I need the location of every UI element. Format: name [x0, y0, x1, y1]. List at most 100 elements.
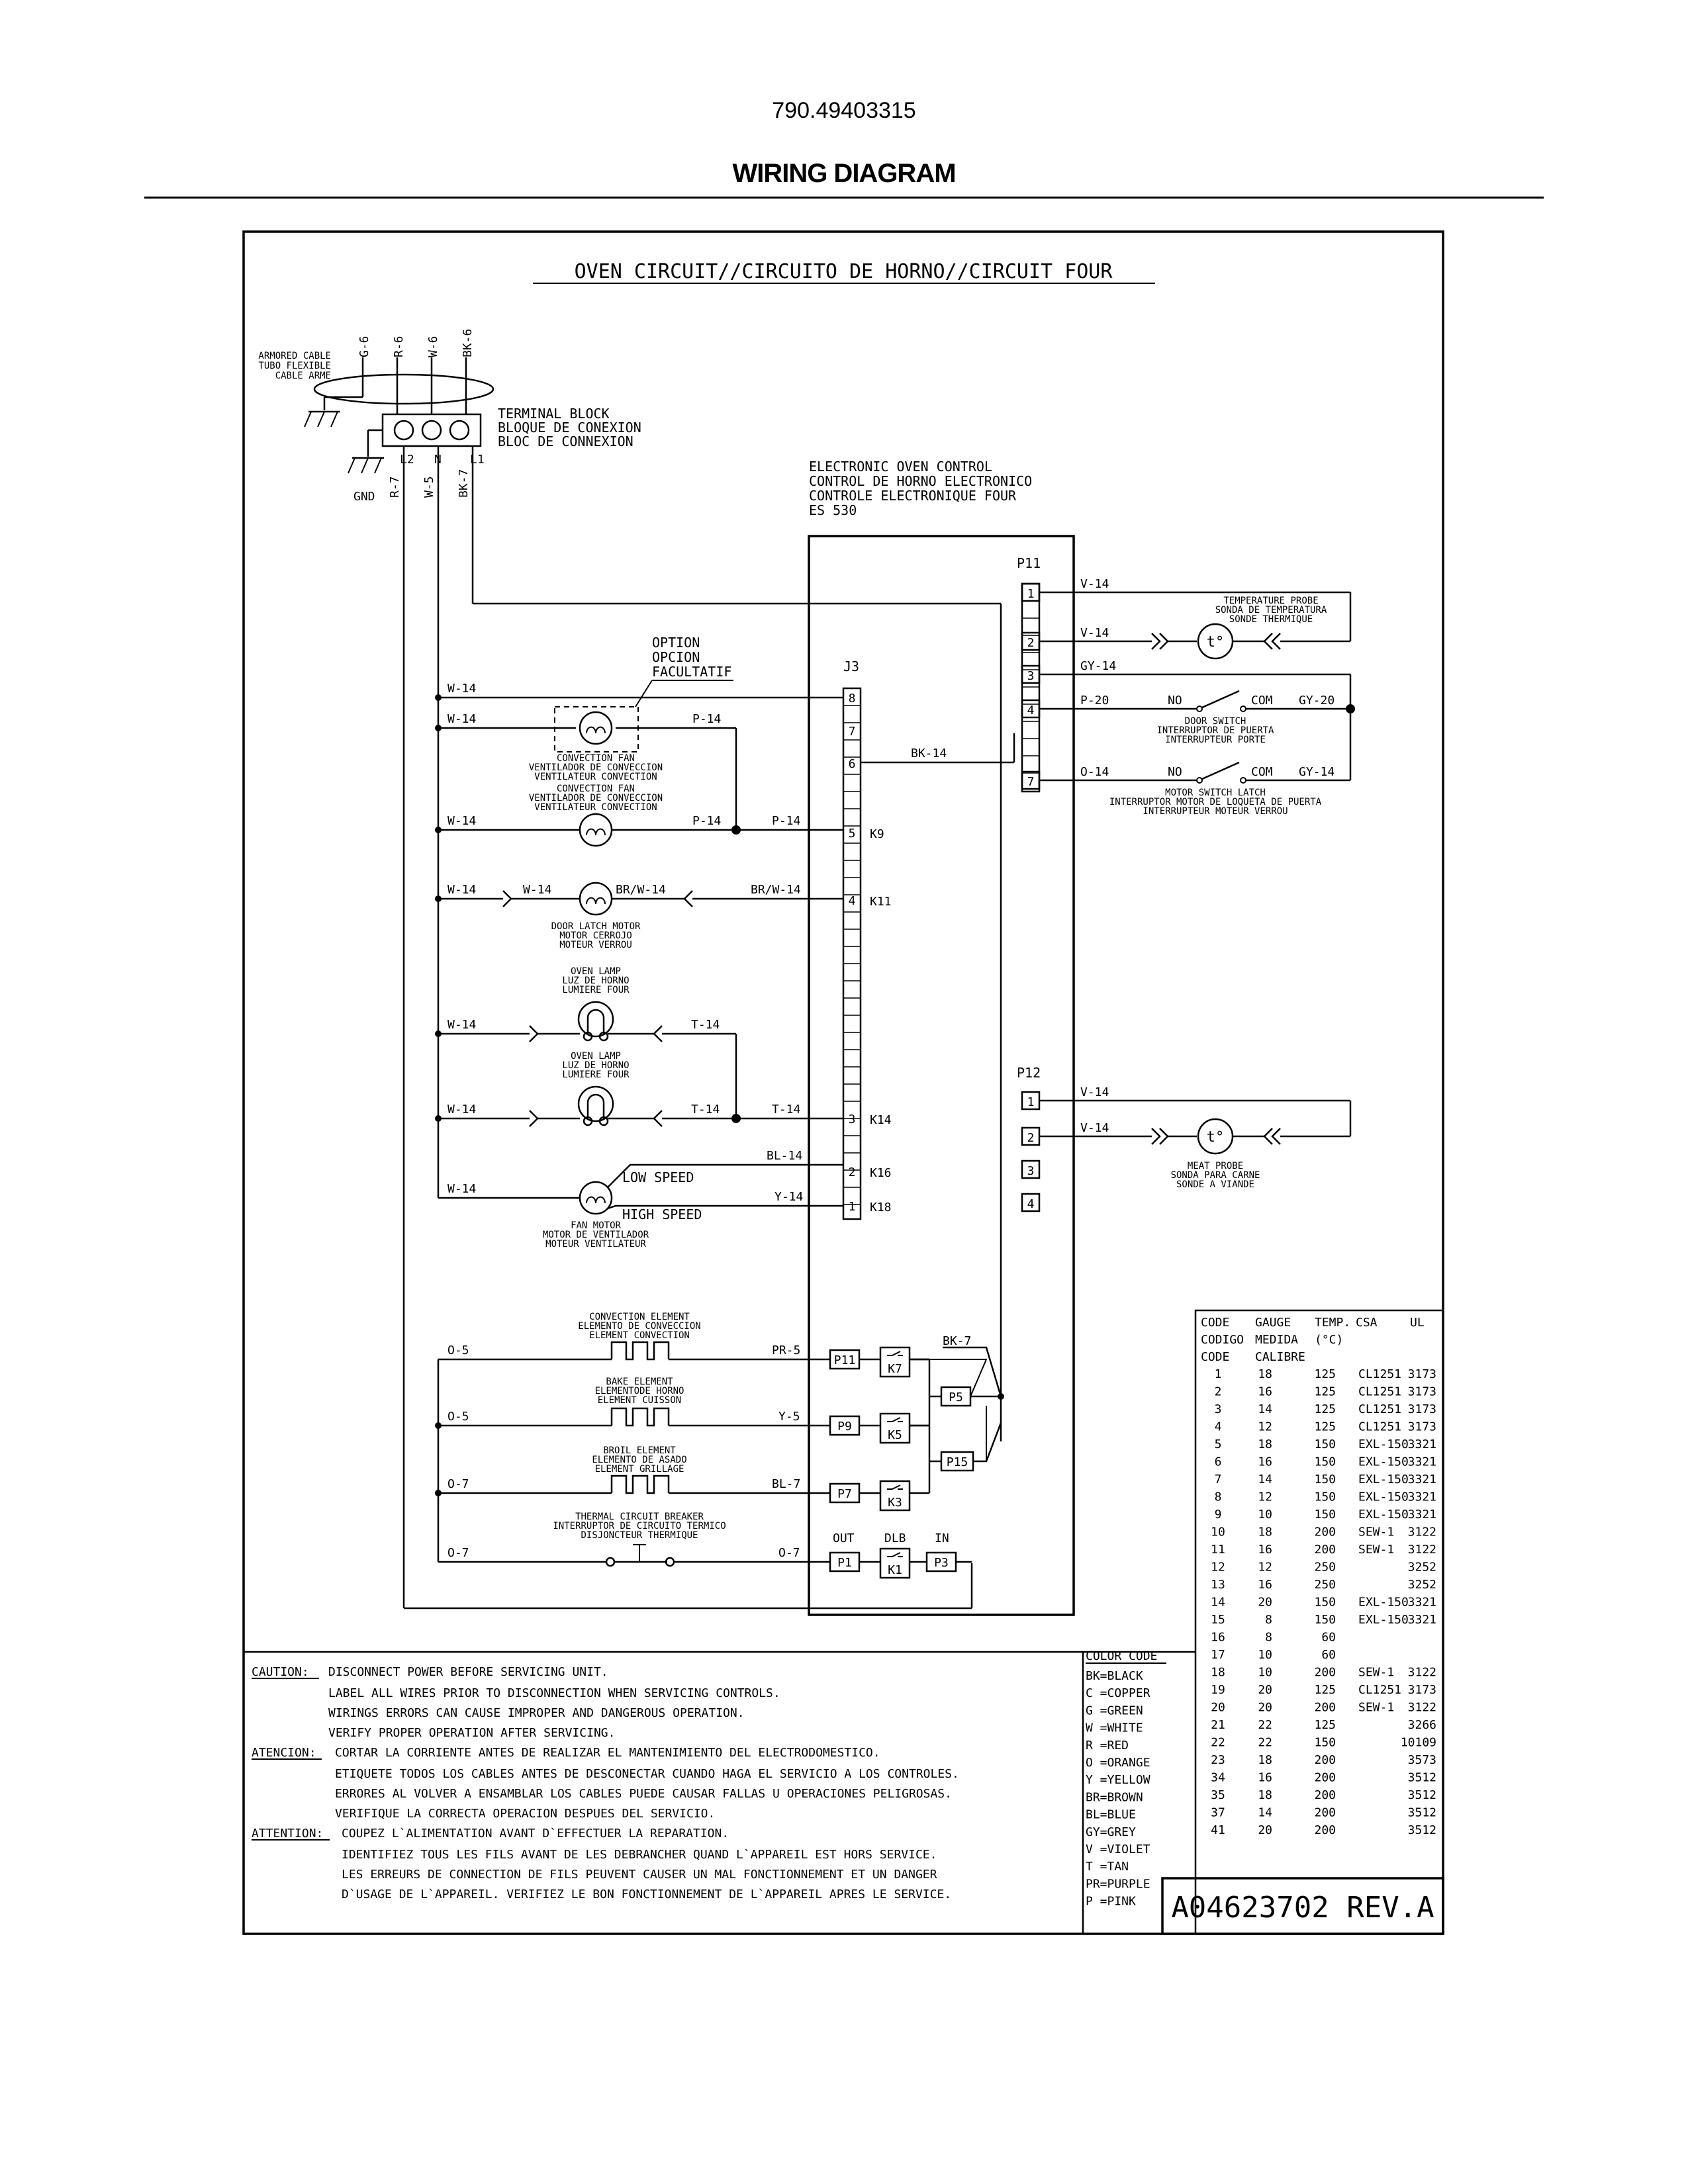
convection-element-icon [610, 1341, 670, 1361]
pin-p5-box [940, 1386, 972, 1407]
gauge-cell: 3266 [1408, 1718, 1436, 1732]
breaker-label-3: DISJONCTEUR THERMIQUE [581, 1530, 698, 1541]
wire-y14: Y-14 [774, 1190, 803, 1204]
conv-fan-label-b1: CONVECTION FAN [557, 784, 635, 794]
gauge-cell: EXL-150 [1358, 1455, 1409, 1469]
svg-text:4: 4 [849, 894, 856, 908]
gauge-cell: 10 [1258, 1648, 1272, 1662]
color-code-item: O =ORANGE [1086, 1756, 1150, 1770]
gauge-cell: CL1251 [1358, 1402, 1401, 1416]
gauge-cell: 34 [1211, 1771, 1225, 1785]
gauge-cell: 200 [1314, 1771, 1336, 1785]
terminal-l1: L1 [470, 453, 485, 467]
gauge-cell: 21 [1211, 1718, 1225, 1732]
conv-fan-label-b3: VENTILATEUR CONVECTION [534, 802, 657, 813]
gauge-cell: 20 [1258, 1683, 1272, 1697]
part-number: A04623702 REV.A [1171, 1891, 1434, 1925]
gauge-cell: 10109 [1401, 1736, 1436, 1750]
svg-text:3: 3 [1027, 669, 1035, 683]
svg-text:1: 1 [1027, 1095, 1035, 1109]
svg-text:3: 3 [849, 1113, 856, 1126]
gauge-cell: 3321 [1408, 1596, 1436, 1610]
gauge-cell: 150 [1314, 1437, 1336, 1451]
relay-k16: K16 [870, 1166, 892, 1180]
atencion-label: ATENCION: [252, 1746, 316, 1760]
color-code-item: PR=PURPLE [1086, 1877, 1150, 1891]
control-label-1: ELECTRONIC OVEN CONTROL [809, 459, 992, 475]
door-latch-label-1: DOOR LATCH MOTOR [551, 921, 641, 932]
j3-connector [842, 687, 862, 1220]
gauge-cell: 12 [1258, 1561, 1272, 1574]
wire-gy14-b: GY-14 [1299, 765, 1335, 779]
latch-switch-com: COM [1251, 765, 1273, 779]
wire-w5: W-5 [422, 476, 436, 498]
gauge-cell: 20 [1258, 1596, 1272, 1610]
p11-label: P11 [1017, 555, 1041, 571]
wire-t14-b: T-14 [691, 1103, 720, 1116]
p12-label: P12 [1017, 1065, 1041, 1081]
relay-k1-box [879, 1547, 911, 1579]
gauge-cell: 125 [1314, 1683, 1336, 1697]
door-switch-label-2: INTERRUPTOR DE PUERTA [1156, 725, 1274, 736]
relay-k9: K9 [870, 827, 884, 841]
gauge-cell: 200 [1314, 1666, 1336, 1680]
meat-probe-label-1: MEAT PROBE [1188, 1161, 1243, 1171]
gauge-cell: 3321 [1408, 1613, 1436, 1627]
attention-line-4: D`USAGE DE L`APPAREIL. VERIFIEZ LE BON F… [342, 1888, 951, 1901]
convection-fan-icon [579, 813, 613, 847]
gnd-label: GND [353, 490, 375, 504]
gauge-cell: 16 [1258, 1578, 1272, 1592]
caution-line-1: DISCONNECT POWER BEFORE SERVICING UNIT. [328, 1665, 608, 1679]
atencion-line-1: CORTAR LA CORRIENTE ANTES DE REALIZAR EL… [335, 1746, 880, 1760]
oven-lamp-2-icon [577, 1085, 614, 1126]
gauge-cell: 150 [1314, 1613, 1336, 1627]
wire-w14-c: W-14 [447, 814, 476, 828]
attention-label: ATTENTION: [252, 1827, 323, 1841]
wire-o7-a: O-7 [447, 1477, 469, 1491]
model-number: 790.49403315 [772, 98, 916, 123]
latch-switch-label-2: INTERRUPTOR MOTOR DE LOQUETA DE PUERTA [1109, 797, 1322, 807]
svg-text:7: 7 [849, 725, 856, 739]
low-speed-label: LOW SPEED [622, 1169, 694, 1185]
wire-brw14-b: BR/W-14 [751, 883, 801, 897]
fan-motor-label-3: MOTEUR VENTILATEUR [545, 1239, 646, 1250]
gauge-cell: 3321 [1408, 1490, 1436, 1504]
terminal-block-label-1: TERMINAL BLOCK [498, 406, 610, 422]
gauge-cell: 3173 [1408, 1420, 1436, 1434]
gauge-header-ul: UL [1410, 1316, 1425, 1330]
gauge-cell: CL1251 [1358, 1385, 1401, 1399]
wire-o14: O-14 [1080, 765, 1109, 779]
gauge-cell: 200 [1314, 1753, 1336, 1767]
wire-v14-a: V-14 [1080, 577, 1109, 591]
gauge-cell: 16 [1211, 1631, 1225, 1645]
relay-k3: K3 [888, 1496, 902, 1510]
gauge-cell: 23 [1211, 1753, 1225, 1767]
gauge-cell: 150 [1314, 1490, 1336, 1504]
conv-fan-label-b2: VENTILADOR DE CONVECCION [529, 793, 663, 803]
gauge-cell: 3512 [1408, 1806, 1436, 1820]
gauge-cell: 3252 [1408, 1578, 1436, 1592]
gauge-cell: 3573 [1408, 1753, 1436, 1767]
gauge-cell: SEW-1 [1358, 1701, 1394, 1715]
gauge-cell: EXL-150 [1358, 1596, 1409, 1610]
diagram-heading: OVEN CIRCUIT//CIRCUITO DE HORNO//CIRCUIT… [575, 260, 1113, 283]
wire-r7: R-7 [388, 476, 402, 498]
gauge-table: CODE GAUGE TEMP. CSA UL CODIGO MEDIDA (°… [1194, 1309, 1444, 1935]
wire-w14-f: W-14 [447, 1018, 476, 1032]
wire-w14-d: W-14 [447, 883, 476, 897]
gauge-header-medida: MEDIDA [1255, 1333, 1298, 1347]
gauge-cell: 3122 [1408, 1525, 1436, 1539]
gauge-cell: EXL-150 [1358, 1490, 1409, 1504]
gauge-cell: 3173 [1408, 1385, 1436, 1399]
latch-switch-no: NO [1168, 765, 1182, 779]
door-switch-no: NO [1168, 694, 1182, 707]
svg-text:1: 1 [1027, 587, 1035, 601]
door-latch-label-3: MOTEUR VERROU [559, 940, 632, 950]
gauge-cell: 200 [1314, 1806, 1336, 1820]
bake-element-label-3: ELEMENT CUISSON [598, 1395, 681, 1406]
gauge-cell: 14 [1211, 1596, 1225, 1610]
gauge-cell: 125 [1314, 1367, 1336, 1381]
svg-text:6: 6 [849, 757, 856, 771]
pin-p11-box [829, 1349, 861, 1370]
